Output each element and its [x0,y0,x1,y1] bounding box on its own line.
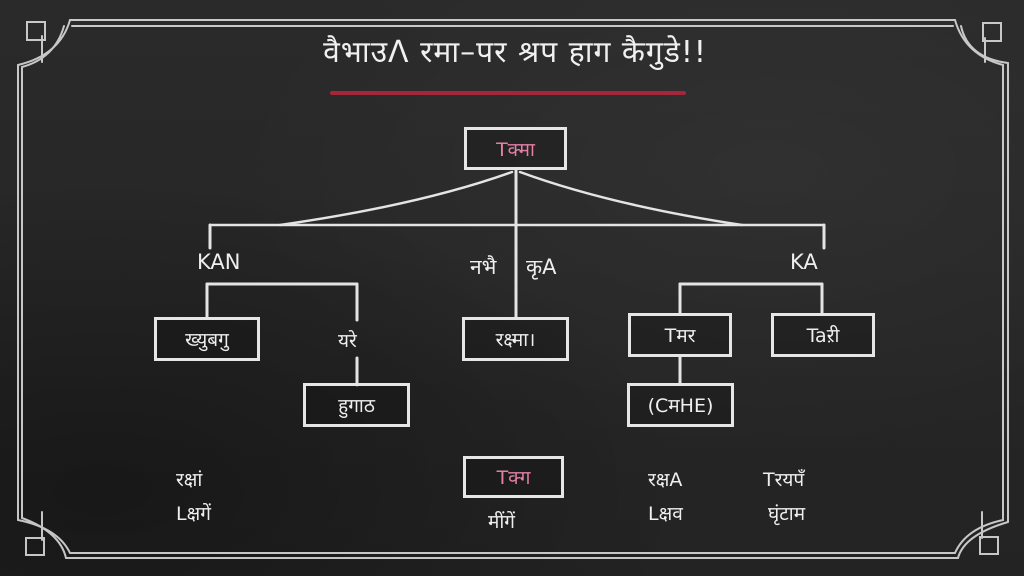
center-child-label: रक्ष्मा। [495,329,536,351]
center-label-right: कृA [526,255,557,279]
footer-right-b-line1: Tरयपँ [763,469,805,491]
left-child-1-node: ख्युबगु [154,317,260,361]
diagram-title: वैभाउΛ रमा–पर श्रप हाग कैगुडे!! [323,35,707,70]
footer-center-line: मींगें [488,511,515,533]
right-branch-label: KA [790,250,818,274]
root-node-label: Tक्मा [496,138,535,161]
title-underline [330,91,686,95]
footer-left-line2: Lक्षगें [176,503,211,525]
right-child-1-label: Tमर [664,325,696,347]
left-grandchild-node: हुगाठ [303,383,410,427]
left-child-1-label: ख्युबगु [185,329,229,351]
center-child-node: रक्ष्मा। [462,317,569,361]
root-node: Tक्मा [464,127,567,170]
center-label-left: नभै [470,255,497,279]
right-grandchild-label: (CमHE) [647,395,714,417]
footer-left-line1: रक्षां [176,469,203,491]
right-child-2-node: Taऱी [771,313,875,357]
footer-right-a-line2: Lक्षव [648,503,683,525]
right-grandchild-node: (CमHE) [627,383,734,427]
left-child-2-label: यरे [338,330,357,352]
footer-right-a-line1: रक्षA [648,469,683,491]
footer-center-node-label: Tक्ग [496,467,531,489]
left-grandchild-label: हुगाठ [338,395,375,417]
right-child-1-node: Tमर [628,313,732,357]
decorative-frame [17,19,1009,559]
footer-right-b-line2: घृंटाम [768,503,806,525]
footer-center-node: Tक्ग [463,456,564,498]
left-branch-label: KAN [197,250,241,274]
right-child-2-label: Taऱी [806,325,840,347]
